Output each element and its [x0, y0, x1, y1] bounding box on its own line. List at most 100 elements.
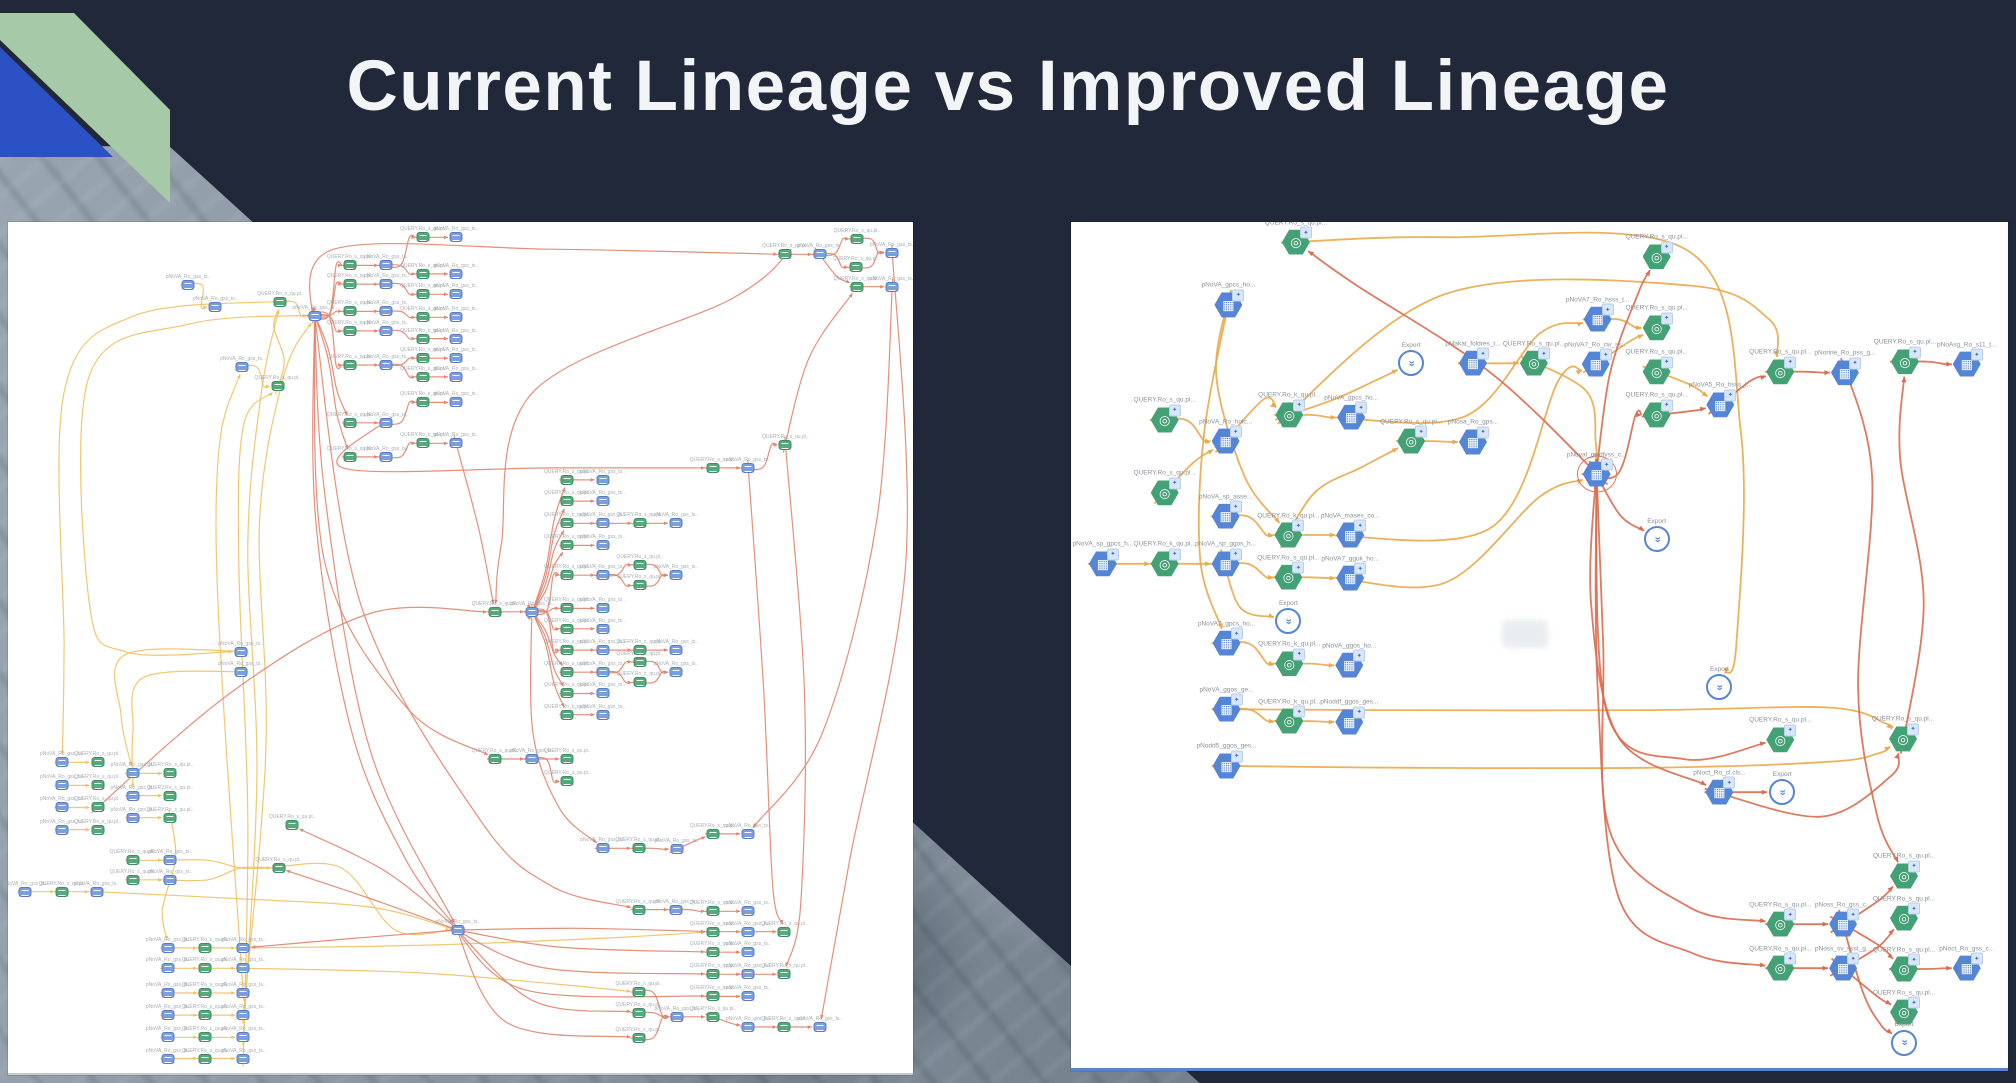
lineage-node-z2g[interactable]: QUERY.Ro_s_qu.pl.. [269, 815, 315, 831]
lineage-node-R1[interactable]: ▦✦pNoVA_gpcs_ho... [1202, 282, 1255, 318]
lineage-node-p1b[interactable]: pNoVA_Ro_gss_ts.. [726, 921, 771, 937]
lineage-node-a5b[interactable]: pNoVA_Ro_gss_ts.. [364, 354, 409, 370]
lineage-node-R9[interactable]: ▦✦pNoVA_mases_co... [1321, 512, 1380, 548]
lineage-node-R56[interactable]: ◎✦QUERY.Ro_s_qu.pl... [1503, 341, 1565, 376]
lineage-node-d5g[interactable]: QUERY.Ro_s_qu.pl.. [544, 565, 591, 581]
lineage-node-z1g[interactable]: QUERY.Ro_s_qu.pl.. [255, 857, 302, 873]
lineage-node-R52[interactable]: »Export [1398, 342, 1425, 377]
lineage-node-a2g[interactable]: QUERY.Ro_s_qu.pl.. [327, 274, 373, 290]
lineage-node-x1b[interactable]: pNoVA_Ro_gss_ts.. [148, 850, 192, 866]
lineage-node-R42[interactable]: ◎✦QUERY.Ro_s_qu.pl... [1749, 902, 1811, 937]
lineage-node-R40[interactable]: ▦✦pNoct_Ro_cl.cls... [1693, 770, 1746, 805]
lineage-node-t7[interactable]: pNoVA_Ro_gss_ts.. [870, 276, 913, 292]
lineage-node-R24[interactable]: ◎✦QUERY.Ro_s_qu.pl... [1625, 234, 1688, 270]
lineage-node-x2g[interactable]: QUERY.Ro_s_qu.pl.. [110, 869, 156, 885]
lineage-node-r2g[interactable]: QUERY.Ro_s_qu.pl.. [761, 1017, 808, 1033]
lineage-node-c7g[interactable]: QUERY.Ro_s_qu.pl.. [400, 366, 447, 382]
lineage-node-R44[interactable]: ◎✦QUERY.Ro_s_qu.pl... [1749, 946, 1811, 981]
lineage-node-c6b[interactable]: pNoVA_Ro_gss_ts.. [434, 348, 478, 364]
lineage-node-R2[interactable]: ◎✦QUERY.Ro_s_qu.pl... [1134, 397, 1196, 433]
lineage-node-u5b[interactable]: pNoVA_Ro_gss_ts.. [111, 785, 155, 801]
lineage-node-a5g[interactable]: QUERY.Ro_s_qu.pl.. [327, 354, 373, 370]
lineage-node-y3b2[interactable]: pNoVA_Ro_gss_ts.. [221, 983, 266, 998]
lineage-node-a6b[interactable]: pNoVA_Ro_gss_ts.. [364, 412, 409, 428]
lineage-node-c9b[interactable]: pNoVA_Ro_gss_ts.. [434, 433, 478, 449]
lineage-node-e3b[interactable]: pNoVA_Ro_gss_ts.. [654, 513, 698, 529]
lineage-node-p3g[interactable]: QUERY.Ro_s_qu.pl.. [690, 964, 736, 980]
lineage-node-d7b[interactable]: pNoVA_Ro_gss_ts.. [580, 618, 625, 634]
lineage-node-q1g[interactable]: QUERY.Ro_s_qu.pl.. [761, 921, 808, 937]
lineage-node-p3b[interactable]: pNoVA_Ro_gss_ts.. [726, 964, 771, 980]
lineage-node-R33[interactable]: ◎✦QUERY.Ro_s_qu.pl... [1749, 349, 1811, 385]
lineage-node-c1b[interactable]: pNoVA_Ro_gss_ts.. [434, 227, 478, 243]
lineage-node-c6g[interactable]: QUERY.Ro_s_qu.pl.. [400, 348, 447, 364]
lineage-node-R22[interactable]: ▦✦pNodd5_ggos_ges... [1197, 743, 1257, 779]
lineage-node-t1[interactable]: QUERY.Ro_s_qu.pl.. [762, 244, 809, 260]
lineage-node-a1g[interactable]: QUERY.Ro_s_qu.pl.. [327, 255, 373, 271]
lineage-node-c5g[interactable]: QUERY.Ro_s_qu.pl.. [400, 328, 447, 344]
lineage-node-R13[interactable]: ◎✦QUERY.Ro_s_qu.pl... [1257, 555, 1320, 590]
lineage-node-c3b[interactable]: pNoVA_Ro_gss_ts.. [434, 284, 478, 300]
lineage-node-R20[interactable]: ◎✦QUERY.Ro_k_qu.pl... [1258, 699, 1320, 734]
lineage-node-R26[interactable]: ◎✦QUERY.Ro_s_qu.pl... [1625, 305, 1688, 341]
lineage-node-u7g[interactable]: QUERY.Ro_s_qu.pl.. [147, 807, 193, 823]
lineage-node-h1b[interactable]: pNoVA_Ro_gss_ts.. [580, 838, 625, 854]
lineage-node-R30[interactable]: ◎✦QUERY.Ro_s_qu.pl... [1625, 392, 1688, 428]
lineage-node-hub1[interactable]: pNoVA_Ro_gss_ts.. [292, 305, 337, 321]
lineage-node-d11b[interactable]: pNoVA_Ro_gss_ts.. [580, 704, 625, 720]
lineage-node-d8b[interactable]: pNoVA_Ro_gss_ts.. [580, 640, 625, 656]
lineage-node-R55[interactable]: ▦✦pMakat_foldres_t... [1445, 341, 1501, 376]
lineage-node-y2b[interactable]: pNoVA_Ro_gss_ts.. [146, 958, 191, 974]
lineage-node-f1b[interactable]: pNoVA_Ro_gss_ts.. [510, 748, 554, 764]
lineage-node-s3g[interactable]: QUERY.Ro_s_qu.pl.. [616, 1028, 662, 1044]
lineage-node-i2g[interactable]: QUERY.Ro_s_qu.pl.. [690, 901, 736, 917]
lineage-node-i1b[interactable]: pNoVA_Ro_gss_ts.. [654, 899, 698, 915]
lineage-node-R25[interactable]: ▦✦pNoVA7_Ro_hsss_t... [1566, 297, 1629, 332]
lineage-node-g2[interactable]: QUERY.Ro_s_qu.pl.. [472, 601, 518, 617]
lineage-node-c3g[interactable]: QUERY.Ro_s_qu.pl.. [400, 284, 447, 300]
lineage-node-R38[interactable]: ◎✦QUERY.Ro_s_qu.pl... [1749, 717, 1811, 753]
lineage-node-a6g[interactable]: QUERY.Ro_s_qu.pl.. [327, 412, 373, 428]
lineage-node-R35[interactable]: ◎✦QUERY.Ro_s_qu.pl... [1874, 339, 1936, 375]
lineage-node-y1b[interactable]: pNoVA_Ro_gss_ts.. [146, 937, 191, 953]
lineage-node-u1g[interactable]: QUERY.Ro_s_qu.pl.. [74, 752, 121, 768]
lineage-node-d4b[interactable]: pNoVA_Ro_gss_ts.. [580, 535, 625, 551]
lineage-node-b1[interactable]: pNoVA_Ro_gss_ts.. [220, 356, 265, 372]
lineage-node-m1[interactable]: QUERY.Ro_s_qu.pl.. [690, 457, 736, 473]
lineage-node-h1b2[interactable]: pNoVA_Ro_gss_ts.. [654, 839, 699, 855]
lineage-node-a1b[interactable]: pNoVA_Ro_gss_ts.. [364, 255, 409, 271]
lineage-node-R11[interactable]: ◎✦QUERY.Ro_k_qu.pl... [1134, 541, 1196, 577]
lineage-node-a4b[interactable]: pNoVA_Ro_gss_ts.. [364, 320, 409, 336]
lineage-node-R39[interactable]: ◎✦QUERY.Ro_s_qu.pl... [1872, 716, 1934, 752]
lineage-node-a2b[interactable]: pNoVA_Ro_gss_ts.. [364, 274, 409, 290]
lineage-node-R48[interactable]: ◎✦QUERY.Ro_s_qu.pl... [1873, 946, 1935, 982]
lineage-node-e9gb[interactable]: QUERY.Ro_s_qu.pl.. [616, 672, 663, 688]
lineage-node-d3g[interactable]: QUERY.Ro_s_qu.pl.. [544, 513, 591, 529]
lineage-node-R29[interactable]: ▦✦pNoVA5_Ro_hsss_t... [1689, 382, 1752, 418]
lineage-node-r3b[interactable]: pNoVA_Ro_gss_ts.. [797, 1017, 842, 1033]
lineage-node-R43[interactable]: ▦✦pNoss_Ro_gss_c... [1815, 902, 1871, 937]
lineage-node-w1b[interactable]: pNoVA_Ro_gss_ts.. [8, 881, 48, 897]
lineage-node-c2g[interactable]: QUERY.Ro_s_qu.pl.. [400, 263, 447, 279]
lineage-node-s5g[interactable]: QUERY.Ro_s_qu.pl.. [690, 1006, 736, 1022]
lineage-node-R7[interactable]: ▦✦pNoVA_sp_asse... [1199, 494, 1252, 529]
lineage-node-p2g[interactable]: QUERY.Ro_s_qu.pl.. [690, 942, 736, 958]
lineage-node-R5[interactable]: ◎✦QUERY.Ro_k_qu.pl... [1258, 392, 1320, 428]
lineage-node-hub3[interactable]: pNoVA_Ro_gss_ts.. [435, 920, 480, 936]
lineage-node-e8b[interactable]: pNoVA_Ro_gss_ts.. [654, 640, 698, 656]
lineage-node-R45[interactable]: ▦✦pNoss_sv_ssst_g... [1815, 946, 1871, 981]
lineage-node-R27[interactable]: ▦✦pNoVA7_Ro_cw_ss... [1564, 342, 1627, 377]
lineage-node-R10[interactable]: ▦✦pNoVA_sp_gpcs_h... [1073, 541, 1133, 577]
lineage-node-g1[interactable]: QUERY.Ro_s_qu.pl.. [254, 376, 301, 392]
lineage-node-x2b[interactable]: pNoVA_Ro_gss_ts.. [148, 869, 192, 885]
lineage-node-t2[interactable]: pNoVA_Ro_gss_ts.. [797, 244, 842, 260]
lineage-node-R46[interactable]: ◎✦QUERY.Ro_s_qu.pl... [1873, 853, 1935, 889]
lineage-node-y1b2[interactable]: pNoVA_Ro_gss_ts.. [221, 937, 266, 953]
current-lineage-panel[interactable]: pNoVA_Ro_gss_ts..pNoVA_Ro_gss_ts..QUERY.… [8, 222, 913, 1075]
lineage-node-y3b[interactable]: pNoVA_Ro_gss_ts.. [146, 983, 191, 998]
lineage-node-R36[interactable]: ▦✦pNoAsg_Ro_s11_t... [1937, 342, 1997, 377]
lineage-node-t3[interactable]: QUERY.Ro_s_qu.pl.. [834, 229, 880, 245]
lineage-node-u4g[interactable]: QUERY.Ro_s_qu.pl.. [147, 763, 193, 779]
lineage-node-R51[interactable]: »Export [1890, 1022, 1917, 1056]
lineage-node-tb1[interactable]: pNoVA_Ro_gss_ts.. [193, 297, 238, 313]
